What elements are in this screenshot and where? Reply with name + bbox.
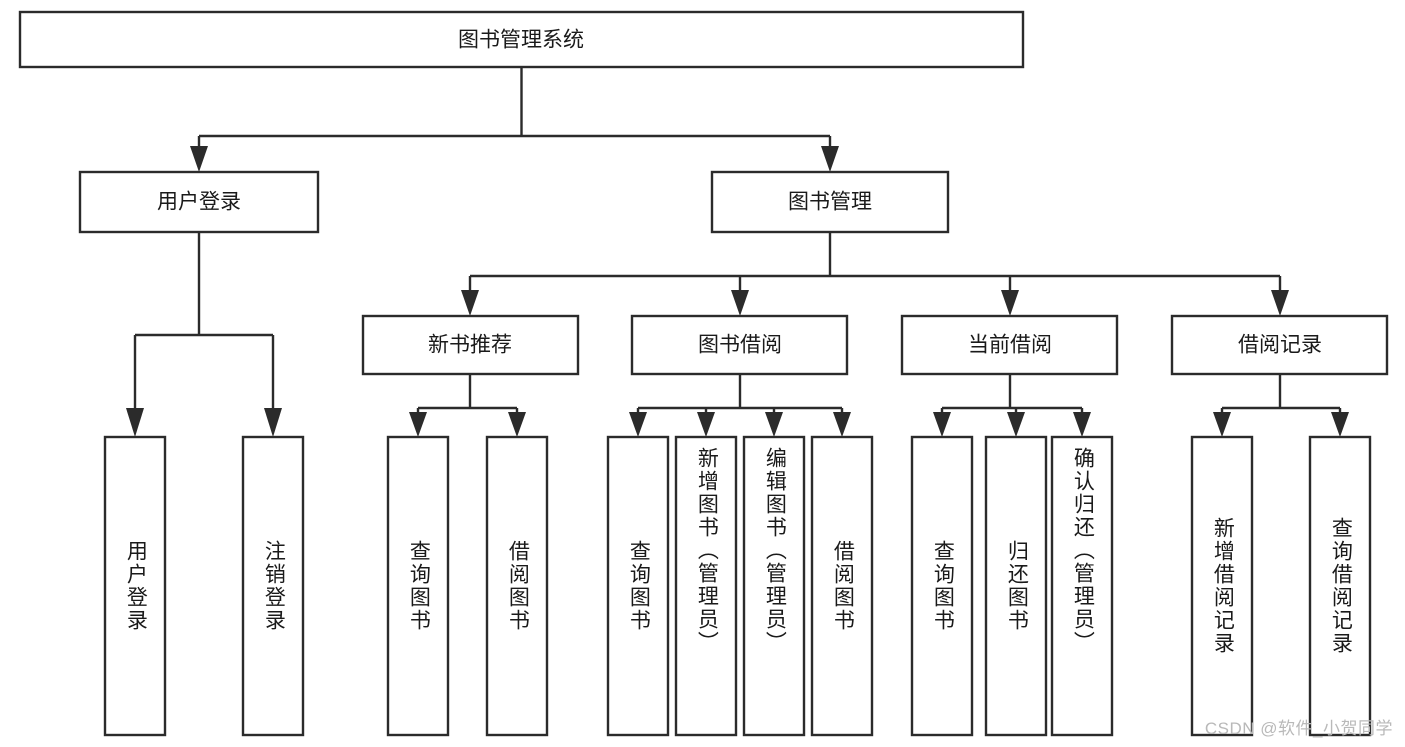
leaf-box-user-login[interactable]: [103, 435, 167, 737]
node-root-system[interactable]: 图书管理系统: [18, 10, 1025, 69]
arrow-to-leaf-logout: [264, 408, 282, 437]
arrow-to-leaf-borrow-book-2: [833, 412, 851, 437]
arrow-to-book-manage: [821, 146, 839, 172]
user-login-box[interactable]: [78, 170, 320, 234]
leaf-box-borrow-book-1[interactable]: [485, 435, 549, 737]
connector-layer: [126, 67, 1349, 437]
root-label: 图书管理系统: [458, 29, 584, 52]
arrow-to-leaf-query-book-2: [629, 412, 647, 437]
edge-userlogin-bus: [133, 232, 275, 412]
arrow-to-leaf-return-book: [1007, 412, 1025, 437]
arrow-to-user-login: [190, 146, 208, 172]
leaf-layer: [103, 435, 1372, 737]
current-borrow-box[interactable]: [900, 314, 1119, 376]
edge-root-bus: [197, 67, 832, 152]
node-new-book-recommend[interactable]: 新书推荐: [361, 314, 580, 376]
book-management-box[interactable]: [710, 170, 950, 234]
leaf-box-query-book-2[interactable]: [606, 435, 670, 737]
book-borrow-label: 图书借阅: [698, 334, 782, 357]
leaf-box-return-book[interactable]: [984, 435, 1048, 737]
node-book-management[interactable]: 图书管理: [710, 170, 950, 234]
arrow-to-leaf-confirm-return: [1073, 412, 1091, 437]
leaf-box-edit-book[interactable]: [742, 435, 806, 737]
edge-newbook-bus: [416, 374, 519, 418]
edge-borrowrecord-bus: [1220, 374, 1342, 418]
current-borrow-label: 当前借阅: [968, 334, 1052, 357]
leaf-box-add-record[interactable]: [1190, 435, 1254, 737]
leaf-box-query-book-1[interactable]: [386, 435, 450, 737]
book-borrow-box[interactable]: [630, 314, 849, 376]
node-book-borrow[interactable]: 图书借阅: [630, 314, 849, 376]
arrow-to-borrow-record: [1271, 290, 1289, 316]
leaf-box-confirm-return[interactable]: [1050, 435, 1114, 737]
new-book-recommend-label: 新书推荐: [428, 334, 512, 357]
arrow-to-book-borrow: [731, 290, 749, 316]
arrow-to-current-borrow: [1001, 290, 1019, 316]
edge-bookborrow-bus: [636, 374, 844, 418]
leaf-box-query-record[interactable]: [1308, 435, 1372, 737]
csdn-watermark: CSDN @软件_小贺同学: [1204, 719, 1393, 738]
book-management-label: 图书管理: [788, 191, 872, 214]
node-borrow-record[interactable]: 借阅记录: [1170, 314, 1389, 376]
user-login-label: 用户登录: [157, 191, 241, 214]
edge-bookmanage-bus: [468, 232, 1282, 296]
arrow-to-leaf-user-login: [126, 408, 144, 437]
borrow-record-label: 借阅记录: [1238, 334, 1322, 357]
leaf-box-borrow-book-2[interactable]: [810, 435, 874, 737]
arrow-to-leaf-add-record: [1213, 412, 1231, 437]
borrow-record-box[interactable]: [1170, 314, 1389, 376]
arrow-to-leaf-add-book: [697, 412, 715, 437]
leaf-box-add-book[interactable]: [674, 435, 738, 737]
arrow-to-leaf-borrow-book-1: [508, 412, 526, 437]
new-book-recommend-box[interactable]: [361, 314, 580, 376]
edge-currentborrow-bus: [940, 374, 1084, 418]
root-box[interactable]: [18, 10, 1025, 69]
arrow-to-leaf-query-book-1: [409, 412, 427, 437]
arrow-to-new-book-rec: [461, 290, 479, 316]
arrow-to-leaf-query-record: [1331, 412, 1349, 437]
node-current-borrow[interactable]: 当前借阅: [900, 314, 1119, 376]
arrow-to-leaf-query-book-3: [933, 412, 951, 437]
leaf-box-logout[interactable]: [241, 435, 305, 737]
node-user-login[interactable]: 用户登录: [78, 170, 320, 234]
leaf-box-query-book-3[interactable]: [910, 435, 974, 737]
arrow-to-leaf-edit-book: [765, 412, 783, 437]
